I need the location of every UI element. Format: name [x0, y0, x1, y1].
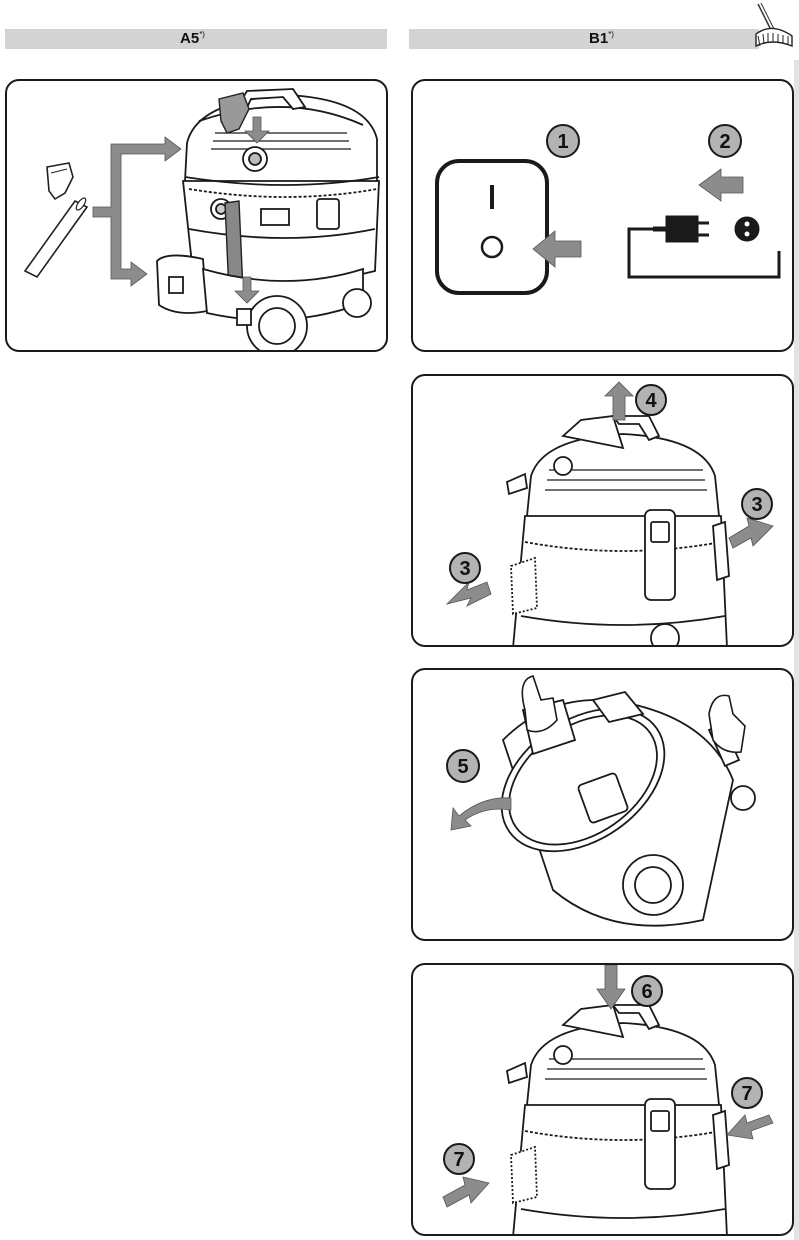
section-header-a5: A5*)	[5, 29, 387, 49]
step-badge-5: 5	[446, 749, 480, 783]
step-badge-1: 1	[546, 124, 580, 158]
section-title-b1-note: *)	[608, 30, 614, 39]
panel-b1-open-clips: 4 3 3	[411, 374, 794, 647]
step-badge-6: 6	[631, 975, 663, 1007]
power-switch-icon	[435, 159, 549, 295]
panel-b1-switch-unplug: 1 2	[411, 79, 794, 352]
step-number-5: 5	[457, 756, 468, 778]
section-title-b1: B1*)	[589, 30, 614, 47]
b1-step-6-7-illustration: 6 7 7	[442, 965, 774, 1234]
plug-socket-icon	[627, 215, 781, 279]
section-title-a5-note: *)	[199, 30, 205, 39]
step-number-3-right: 3	[751, 494, 762, 516]
release-arrow-left-icon	[445, 580, 492, 607]
step-badge-3-right: 3	[741, 488, 773, 520]
panel-a5-accessory-storage	[5, 79, 388, 352]
rotate-arrow-icon	[450, 797, 512, 831]
lower-down-arrow-icon	[596, 965, 626, 1010]
step-number-1: 1	[557, 131, 568, 153]
b1-step-3-4-illustration: 4 3 3	[445, 381, 774, 645]
step-badge-7-right: 7	[731, 1077, 763, 1109]
step-number-7-right: 7	[741, 1083, 752, 1105]
section-title-a5-text: A5	[180, 30, 200, 47]
section-title-b1-text: B1	[589, 30, 609, 47]
crevice-nozzle-icon	[46, 162, 74, 201]
broom-logo-icon	[755, 2, 793, 48]
lift-up-arrow-icon	[604, 381, 634, 421]
step-number-4: 4	[645, 390, 657, 412]
hand-right-icon	[708, 694, 746, 754]
section-header-b1: B1*)	[409, 29, 759, 49]
tilted-vacuum	[500, 690, 756, 927]
step-number-2: 2	[719, 131, 730, 153]
step-badge-7-left: 7	[443, 1143, 475, 1175]
a5-illustration	[23, 88, 380, 350]
stored-nozzle	[218, 92, 250, 134]
step-badge-4: 4	[635, 384, 667, 416]
vacuum-top-view	[505, 415, 730, 645]
step-badge-3-left: 3	[449, 552, 481, 584]
step-badge-2: 2	[708, 124, 742, 158]
step-number-7-left: 7	[453, 1149, 464, 1171]
unplug-arrow-icon	[698, 168, 744, 202]
close-arrow-right-icon	[726, 1114, 774, 1140]
page-edge-strip	[794, 60, 799, 1240]
step-number-6: 6	[641, 981, 652, 1003]
step-number-3-left: 3	[459, 558, 470, 580]
section-title-a5: A5*)	[180, 30, 205, 47]
release-arrow-right-icon	[728, 517, 774, 549]
close-arrow-left-icon	[442, 1176, 490, 1208]
switch-press-arrow-icon	[532, 230, 582, 268]
down-arrows	[234, 116, 270, 304]
b1-step-1-2-illustration: 1 2	[435, 124, 781, 295]
extension-tube-icon	[23, 197, 89, 279]
storage-arrows	[92, 136, 182, 287]
vacuum-top-view-reassemble	[505, 1004, 730, 1234]
panel-b1-reassemble: 6 7 7	[411, 963, 794, 1236]
vacuum-body	[181, 94, 380, 283]
b1-step-5-illustration: 5	[446, 675, 756, 927]
hand-left-icon	[521, 675, 558, 733]
panel-b1-remove-head: 5	[411, 668, 794, 941]
